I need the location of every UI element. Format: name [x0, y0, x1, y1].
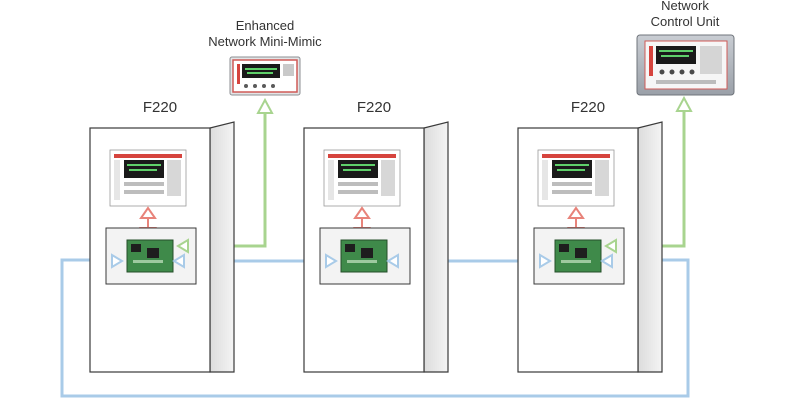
arrow-up-mini-mimic-icon [256, 97, 274, 114]
f220-cabinet-3 [517, 121, 663, 373]
network-control-unit-device [636, 34, 735, 96]
panel-label-1: F220 [142, 99, 178, 116]
mini-mimic-device [229, 56, 301, 96]
panel-label-3: F220 [570, 99, 606, 116]
mini-mimic-label-line1: Enhanced [235, 18, 295, 33]
control-panel-1 [109, 149, 187, 207]
mini-mimic-label-line2: Network Mini-Mimic [208, 34, 322, 49]
board-arrows-3 [539, 238, 617, 269]
control-panel-3 [537, 149, 615, 207]
control-panel-2 [323, 149, 401, 207]
f220-cabinet-2 [303, 121, 449, 373]
f220-cabinet-1 [89, 121, 235, 373]
arrow-up-ncu-icon [675, 95, 693, 112]
ncu-label-line1: Network [661, 0, 709, 13]
board-arrows-1 [111, 238, 189, 269]
mini-mimic-screen [242, 64, 280, 78]
ncu-label-line2: Control Unit [650, 14, 720, 29]
link-to-network-control-unit [655, 110, 686, 248]
circuit-board-2 [319, 227, 411, 285]
link-to-mini-mimic [222, 112, 267, 248]
green-arrow-heads [256, 95, 693, 114]
panel-label-2: F220 [356, 99, 392, 116]
board-arrows-2 [325, 253, 399, 269]
loop-outer-line [60, 258, 690, 398]
green-links [222, 110, 686, 248]
